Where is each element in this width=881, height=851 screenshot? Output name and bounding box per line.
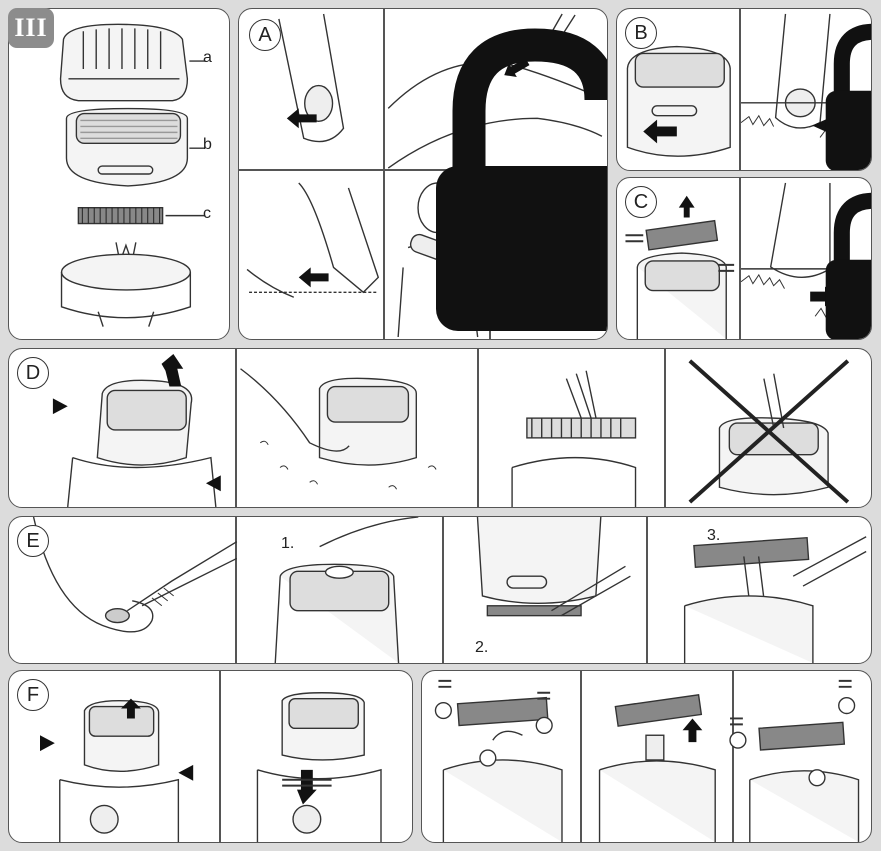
step-c-badge: C xyxy=(625,186,657,218)
step-f-badge: F xyxy=(17,679,49,711)
unlocked-padlock-icon xyxy=(436,28,607,331)
step-e-panel: E 1. 2. 3. xyxy=(8,516,872,664)
step-f-panel: F xyxy=(8,670,413,843)
step-b-badge: B xyxy=(625,17,657,49)
step-e-illustrations xyxy=(32,517,867,663)
oil-step-three-label: 3. xyxy=(707,527,721,544)
step-f-trimmer-panel xyxy=(421,670,872,843)
step-f-illustrations xyxy=(39,692,382,842)
part-label-a: a xyxy=(203,49,212,66)
step-f-trimmer-illustrations xyxy=(434,679,860,842)
part-label-c: c xyxy=(203,205,211,222)
step-e-badge: E xyxy=(17,525,49,557)
section-number-badge: III xyxy=(8,8,54,48)
parts-exploded-illustration xyxy=(59,23,206,327)
step-d-badge: D xyxy=(17,357,49,389)
step-d-illustrations xyxy=(52,353,850,507)
step-d-panel: D xyxy=(8,348,872,508)
oil-step-two-label: 2. xyxy=(475,639,489,656)
oil-step-one-label: 1. xyxy=(281,535,295,552)
step-a-panel: A xyxy=(238,8,608,340)
locked-padlock-icon xyxy=(825,23,871,170)
step-a-badge: A xyxy=(249,19,281,51)
part-label-b: b xyxy=(203,136,212,153)
locked-padlock-icon xyxy=(825,192,871,339)
step-c-illustrations xyxy=(625,182,871,339)
step-b-illustrations xyxy=(626,13,871,157)
step-c-panel: C xyxy=(616,177,872,340)
parts-overview-panel: a b c xyxy=(8,8,230,340)
step-b-panel: B xyxy=(616,8,872,171)
